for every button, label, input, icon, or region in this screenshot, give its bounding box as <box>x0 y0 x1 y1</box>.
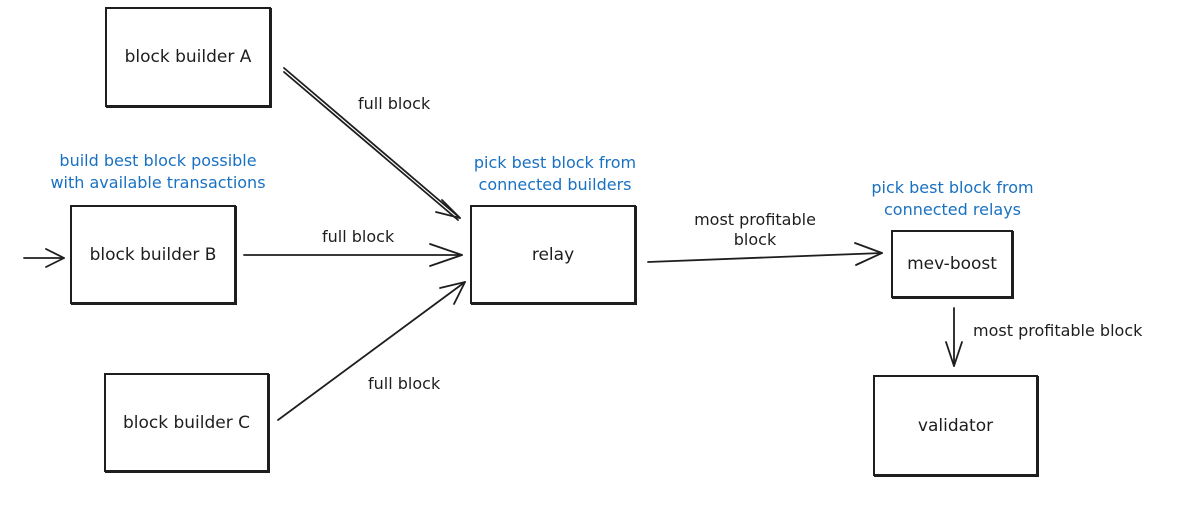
arrow-builder-b-to-relay <box>243 243 463 267</box>
note-relay: pick best block from connected builders <box>445 152 665 196</box>
node-label: block builder B <box>89 244 217 265</box>
arrow-builder-c-to-relay <box>277 281 466 421</box>
edge-label-relay-to-mev-boost: most profitable block <box>680 210 830 250</box>
arrow-incoming-builder-b <box>23 248 65 268</box>
edge-label-line: most profitable <box>694 210 816 229</box>
node-relay: relay <box>470 205 636 304</box>
edge-label-builder-c-to-relay: full block <box>368 374 441 393</box>
node-label: validator <box>917 415 994 436</box>
node-mev-boost: mev-boost <box>891 230 1013 298</box>
note-line: connected relays <box>884 200 1021 219</box>
node-validator: validator <box>873 375 1038 476</box>
arrow-mev-boost-to-validator <box>945 307 963 367</box>
node-label: mev-boost <box>907 254 997 274</box>
edge-label-builder-b-to-relay: full block <box>322 227 395 246</box>
node-label: block builder A <box>124 47 252 67</box>
node-label: relay <box>531 244 575 265</box>
arrow-relay-to-mev-boost <box>647 242 883 266</box>
note-line: pick best block from <box>473 153 637 172</box>
note-builder: build best block possible with available… <box>18 150 298 194</box>
note-mev-boost: pick best block from connected relays <box>845 177 1060 221</box>
edge-label-builder-a-to-relay: full block <box>358 94 431 113</box>
edge-label-line: block <box>733 230 777 249</box>
node-label: block builder C <box>122 412 251 433</box>
note-line: with available transactions <box>50 173 266 192</box>
note-line: build best block possible <box>59 151 257 170</box>
arrow-builder-a-to-relay <box>283 67 461 221</box>
note-line: connected builders <box>478 175 632 194</box>
node-block-builder-b: block builder B <box>70 205 236 304</box>
node-block-builder-c: block builder C <box>104 373 269 472</box>
edge-label-mev-boost-to-validator: most profitable block <box>973 321 1143 340</box>
note-line: pick best block from <box>871 178 1034 197</box>
node-block-builder-a: block builder A <box>105 7 271 107</box>
